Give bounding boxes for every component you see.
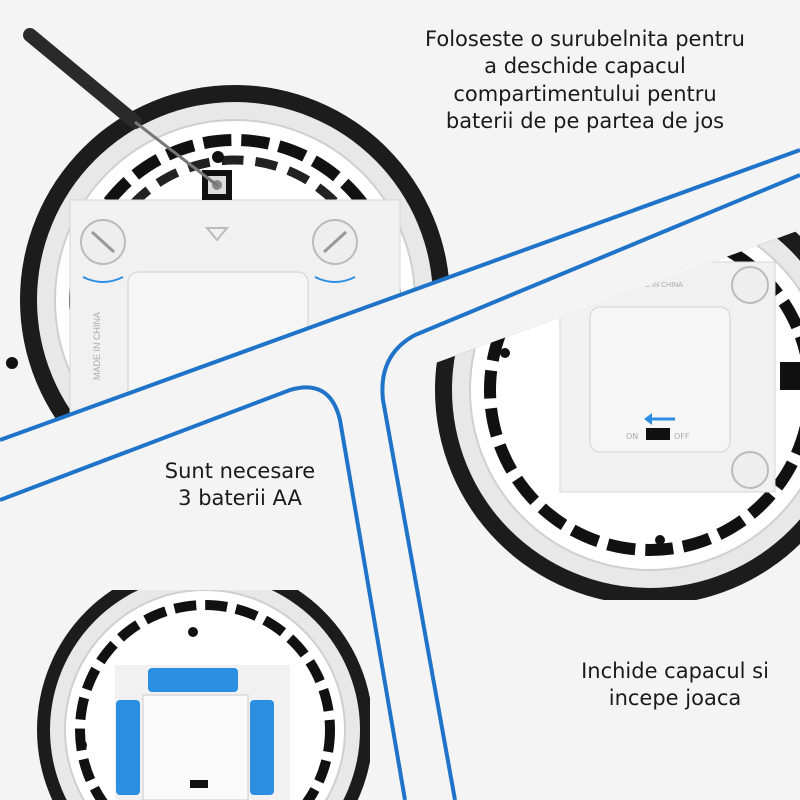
caption-line: Sunt necesare bbox=[164, 459, 316, 483]
battery-3 bbox=[250, 700, 274, 795]
caption-line: incepe joaca bbox=[608, 686, 742, 711]
device-battery-view bbox=[37, 590, 370, 800]
caption-step-1: Foloseste o surubelnita pentru a deschid… bbox=[395, 26, 775, 135]
switch-on-label: ON bbox=[626, 432, 638, 441]
caption-line: baterii de pe partea de jos bbox=[445, 108, 725, 133]
made-in-label-2: MADE IN CHINA bbox=[630, 282, 683, 289]
screwdriver-icon bbox=[23, 28, 142, 129]
caption-step-2: Sunt necesare 3 baterii AA bbox=[130, 458, 350, 513]
battery-2 bbox=[116, 700, 140, 795]
power-switch bbox=[646, 428, 670, 440]
switch-off-label: OFF bbox=[674, 432, 690, 441]
device-switch-view: MADE IN CHINA ON OFF bbox=[435, 230, 800, 600]
caption-line: Foloseste o surubelnita pentru bbox=[425, 27, 745, 51]
made-in-label: MADE IN CHINA bbox=[92, 312, 102, 380]
caption-line: a deschide capacul bbox=[484, 54, 686, 79]
arrow-left-icon bbox=[644, 413, 652, 425]
caption-line: compartimentului pentru bbox=[453, 81, 717, 106]
caption-line: 3 baterii AA bbox=[178, 486, 302, 511]
panel-dividers bbox=[0, 148, 800, 800]
battery-1 bbox=[148, 668, 238, 692]
caption-step-3: Inchide capacul si incepe joaca bbox=[555, 658, 795, 713]
device-top-view: MADE IN CHINA bbox=[6, 28, 450, 440]
caption-line: Inchide capacul si bbox=[581, 659, 769, 683]
